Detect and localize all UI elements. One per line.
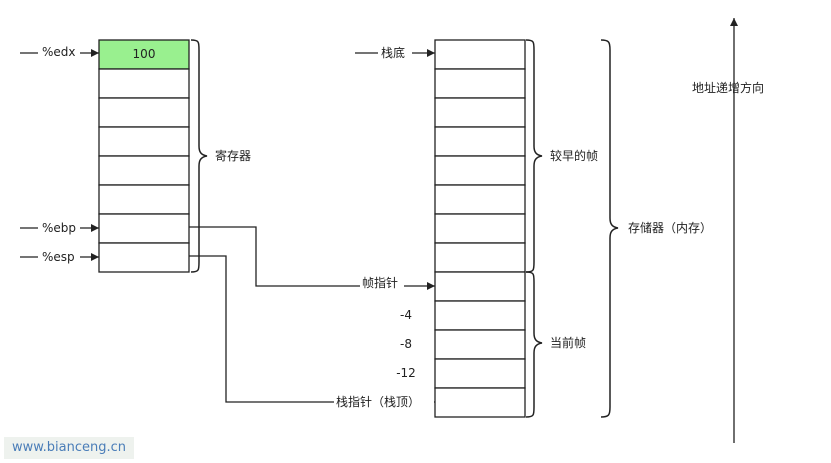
offset-label: -12: [396, 366, 416, 380]
watermark: www.bianceng.cn: [4, 437, 134, 459]
offset-label: -8: [400, 337, 412, 351]
register-group-label: 寄存器: [215, 148, 251, 163]
register-brace: [190, 39, 208, 273]
stack-cell: [434, 39, 526, 70]
address-direction-label: 地址递增方向: [692, 80, 764, 95]
label-bg: [38, 248, 80, 264]
frame-pointer-connector: [189, 226, 435, 290]
stack-cell: [434, 358, 526, 389]
label-bg: [360, 276, 404, 291]
register-file: 100: [98, 39, 190, 273]
register-cell: [98, 155, 190, 186]
stack-pointer-connector: [189, 255, 435, 406]
ebp-label: %ebp: [42, 221, 76, 235]
register-esp-cell: [98, 242, 190, 273]
register-cell: [98, 184, 190, 215]
esp-label: %esp: [42, 250, 75, 264]
stack-cell: [434, 126, 526, 157]
memory-stack: [434, 39, 526, 418]
stack-cell: [434, 242, 526, 273]
edx-value: 100: [133, 47, 156, 61]
frame-pointer-label: 帧指针: [362, 275, 398, 290]
stack-cell: [434, 68, 526, 99]
stack-cell: [434, 213, 526, 244]
memory-brace: [600, 39, 619, 418]
stack-cell: [434, 155, 526, 186]
label-bg: [378, 45, 412, 61]
earlier-frames-label: 较早的帧: [550, 148, 598, 163]
register-edx-cell: [98, 39, 190, 70]
current-frame-label: 当前帧: [550, 335, 586, 350]
label-bg: [334, 393, 434, 409]
label-bg: [38, 44, 80, 60]
stack-cell: [434, 97, 526, 128]
stack-cell: [434, 184, 526, 215]
register-cell: [98, 68, 190, 99]
register-cell: [98, 126, 190, 157]
stack-bottom-label: 栈底: [381, 45, 405, 60]
edx-label: %edx: [42, 45, 76, 59]
register-ebp-cell: [98, 213, 190, 244]
current-frame-brace: [525, 271, 543, 418]
stack-cell: [434, 300, 526, 331]
earlier-frames-brace: [525, 39, 543, 273]
label-bg: [38, 219, 80, 235]
stack-cell: [434, 271, 526, 302]
register-cell: [98, 97, 190, 128]
offset-label: -4: [400, 308, 412, 322]
stack-pointer-label: 栈指针（栈顶）: [336, 394, 420, 409]
stack-cell: [434, 387, 526, 418]
stack-cell: [434, 329, 526, 360]
memory-label: 存储器（内存）: [628, 220, 712, 235]
